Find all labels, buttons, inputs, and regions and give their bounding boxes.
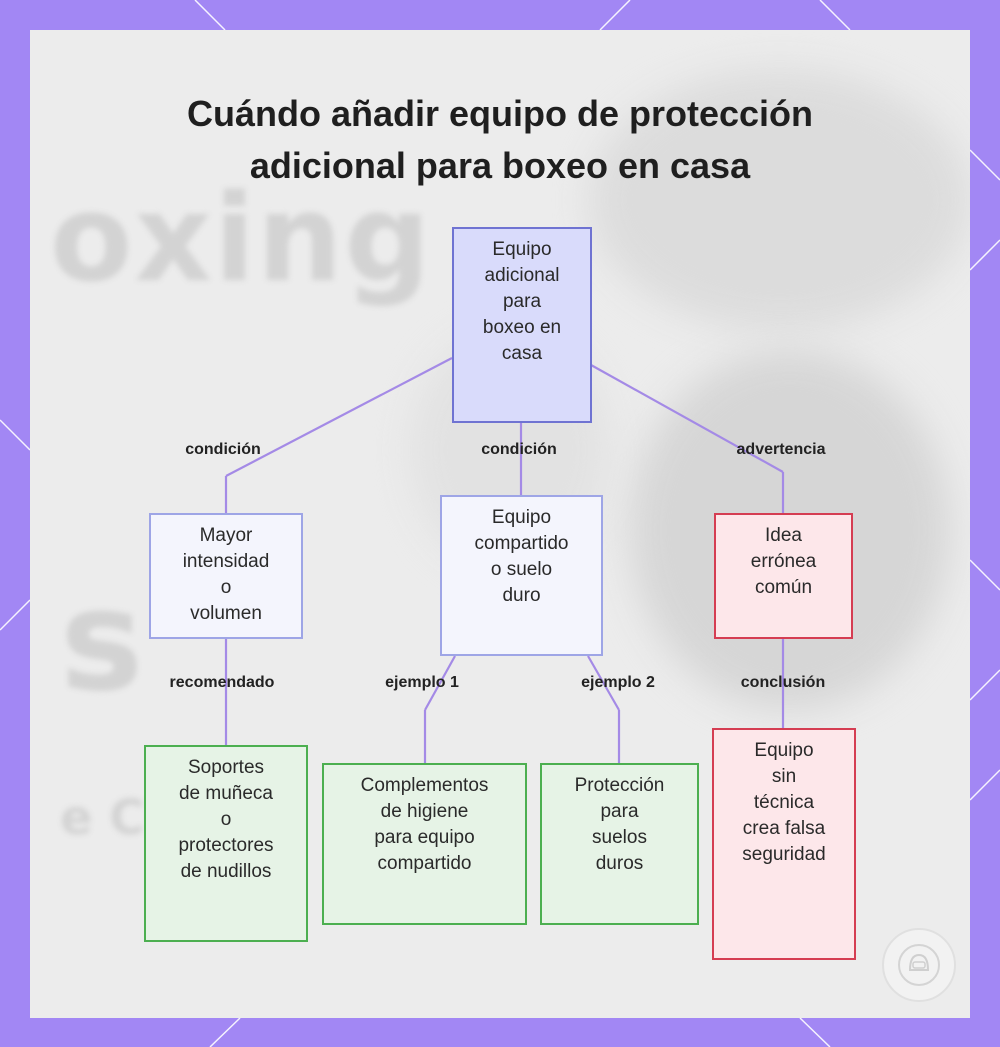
edge-label-conclusion: conclusión xyxy=(741,674,825,692)
logo-badge-icon xyxy=(882,928,956,1002)
edge-label-recommended: recomendado xyxy=(170,674,275,692)
node-false-security: Equipo sin técnica crea falsa seguridad xyxy=(712,728,856,960)
edge-label-condition: condición xyxy=(185,441,261,459)
node-root: Equipo adicional para boxeo en casa xyxy=(452,227,592,423)
node-floor-protection: Protección para suelos duros xyxy=(540,763,699,925)
diagram-card: oxing s e Ch Cuándo añadir equipo de pro… xyxy=(30,30,970,1018)
helmet-icon xyxy=(896,942,942,988)
edge-label-example-2: ejemplo 2 xyxy=(581,674,655,692)
node-wrist-supports: Soportes de muñeca o protectores de nudi… xyxy=(144,745,308,942)
node-shared-equipment: Equipo compartido o suelo duro xyxy=(440,495,603,656)
edge-label-warning: advertencia xyxy=(737,441,826,459)
node-hygiene: Complementos de higiene para equipo comp… xyxy=(322,763,527,925)
node-misconception: Idea errónea común xyxy=(714,513,853,639)
edge-label-condition: condición xyxy=(481,441,557,459)
edge-label-example-1: ejemplo 1 xyxy=(385,674,459,692)
node-intensity: Mayor intensidad o volumen xyxy=(149,513,303,639)
